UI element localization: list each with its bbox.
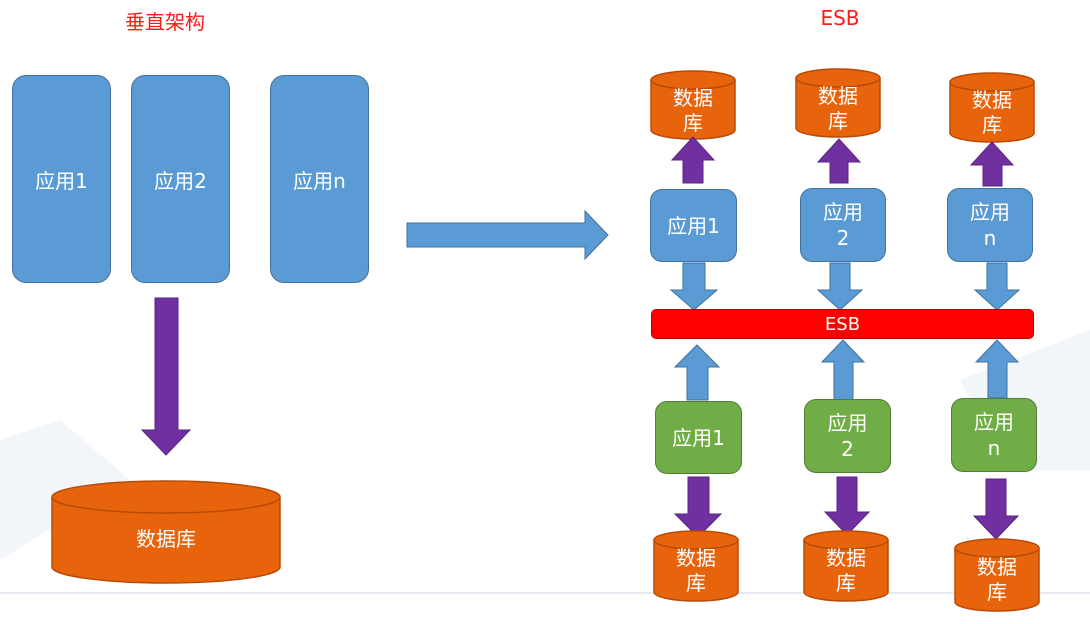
database-left [51, 480, 281, 584]
esb-bottom-app-n: 应用 n [951, 398, 1037, 472]
arrow-down-app1-esb [669, 262, 719, 311]
database-bottom-1-label: 数据 库 [676, 546, 716, 595]
arrow-down-to-database [140, 297, 192, 456]
app-left-n: 应用n [270, 75, 369, 283]
title-esb: ESB [820, 6, 860, 30]
database-top-2 [795, 68, 881, 138]
arrow-down-bottom-app2-db [823, 476, 871, 536]
app-left-1: 应用1 [12, 75, 111, 283]
arrow-up-appn-db [969, 141, 1015, 187]
arrow-down-bottom-app1-db [673, 476, 723, 538]
database-bottom-3-label: 数据 库 [977, 555, 1017, 604]
esb-bottom-app-1: 应用1 [655, 401, 742, 474]
database-top-3 [949, 72, 1035, 143]
esb-bottom-app-2: 应用 2 [804, 399, 891, 473]
arrow-down-bottom-appn-db [972, 478, 1020, 540]
database-top-2-label: 数据 库 [818, 84, 858, 133]
database-bottom-1 [653, 530, 739, 602]
database-bottom-3 [954, 538, 1040, 612]
esb-top-app-1: 应用1 [650, 189, 737, 262]
esb-top-app-2: 应用 2 [800, 188, 886, 262]
database-bottom-2 [803, 530, 889, 602]
database-bottom-2-label: 数据 库 [826, 546, 866, 595]
arrow-up-app1-db [670, 136, 716, 184]
database-left-label: 数据库 [136, 527, 196, 551]
database-top-1 [650, 70, 736, 140]
arrow-up-app2-db [816, 138, 862, 184]
esb-bus: ESB [651, 309, 1034, 339]
title-vertical-architecture: 垂直架构 [125, 10, 205, 34]
arrow-up-bottom-app1-esb [673, 344, 721, 401]
arrow-up-bottom-appn-esb [974, 339, 1020, 399]
arrow-down-appn-esb [973, 262, 1021, 311]
database-top-3-label: 数据 库 [972, 88, 1012, 137]
arrow-down-app2-esb [816, 262, 864, 311]
esb-top-app-n: 应用 n [947, 188, 1033, 262]
arrow-up-bottom-app2-esb [820, 339, 866, 401]
app-left-2: 应用2 [131, 75, 230, 283]
arrow-transition-right [406, 209, 609, 261]
database-top-1-label: 数据 库 [673, 86, 713, 135]
